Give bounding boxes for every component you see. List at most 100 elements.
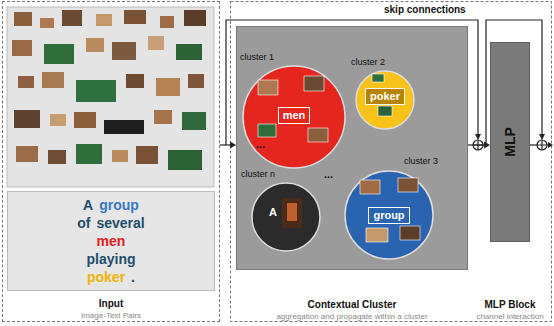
image-tile [400,226,420,240]
ellipsis: ... [324,168,333,181]
panel-title: Input [99,298,123,309]
cluster-circle: cluster 1men [242,65,346,169]
token-text: men [283,109,306,122]
image-tile [148,36,164,50]
image-tile [14,110,40,128]
cluster-circle-shape [243,66,345,168]
image-tile [112,150,128,162]
image-tile [372,74,384,82]
image-tile [168,150,202,170]
caption-text-box: Agroupof severalmenplayingpoker. [7,191,215,291]
image-tile [40,18,54,28]
token-text: group [373,209,404,222]
caption-word: . [131,268,135,286]
cluster-circle: cluster 3group [344,170,434,260]
add-symbol [537,140,547,150]
image-tile [154,110,172,124]
image-tile [287,203,297,221]
cluster-circle: cluster nA [251,182,321,252]
image-tile [308,128,328,142]
annotation: skip connections [384,4,466,16]
caption-word: several [96,214,144,232]
token-box: A [265,205,281,220]
image-tile [366,228,388,242]
image-tile [258,80,278,95]
image-tile [62,10,82,26]
image-tile [188,74,204,88]
module-panel [231,2,552,322]
cluster-label: cluster n [241,169,275,180]
caption-word: playing [86,250,135,268]
image-collage-ground [7,7,214,187]
image-tile [258,124,276,137]
token-box: poker [365,88,405,105]
image-tile [360,180,380,194]
image-tile [112,42,136,60]
connector [468,145,485,146]
ellipsis: ... [256,138,265,151]
image-tile [50,114,66,126]
image-tile [124,10,146,24]
arrow-head [539,134,545,140]
cluster-label: cluster 3 [404,156,438,167]
image-tile [176,44,202,60]
token-text: poker [370,90,400,103]
caption-word: group [99,196,139,214]
image-tile [126,74,144,88]
image-tile [282,198,302,228]
token-text: A [269,206,277,219]
cluster-label: cluster 2 [351,57,385,68]
image-tile [16,146,38,162]
panel-title: MLP Block [485,299,536,310]
caption-word: poker [87,268,125,286]
image-tile [18,76,34,88]
cluster-label: cluster 1 [240,52,274,63]
cluster-outline [251,182,321,252]
token-box: men [278,107,311,124]
image-tile [74,112,96,128]
image-collage [12,10,206,170]
caption-word: of [77,214,90,232]
add-symbol [537,140,547,150]
connector-line [220,144,231,145]
image-tile [86,38,104,52]
panel-title: Contextual Cluster [308,299,397,310]
image-tile [42,72,64,88]
image-tile [156,78,180,96]
wire [530,144,537,145]
panel-subtitle: aggregation and propagate within a clust… [276,311,427,322]
panel-subtitle: Image-Text Pairs [81,310,141,321]
cluster-circle-shape [356,71,414,129]
text-line: of several [12,214,210,232]
token-box: group [368,207,409,224]
connector [220,145,231,146]
arrow-head [475,134,481,140]
contextual-cluster-box: Contextual Clusteraggregation and propag… [236,26,468,270]
image-tile [104,120,144,134]
block-title: MLP [502,127,518,157]
cluster-circle-shape [345,171,433,259]
image-tile [14,12,32,26]
text-line: men [12,232,210,250]
image-tile [96,14,112,26]
image-tile [304,76,324,91]
image-tile [184,10,206,26]
image-tile [398,178,418,192]
image-tile [48,150,66,164]
image-tile [76,144,102,164]
image-tile [136,146,158,164]
text-line: poker. [12,268,210,286]
image-tile [160,16,174,28]
arrow-head [548,142,553,148]
mlp-block: MLPMLP Blockchannel interaction [490,42,530,242]
caption-word: A [83,196,93,214]
image-tile [76,80,116,102]
input-panel: InputImage-Text PairsAgroupofseveralmenp… [2,1,220,322]
cluster-circle: cluster 2poker [355,70,415,130]
text-line: Agroup [12,196,210,214]
caption-word: men [97,232,126,250]
image-tile [44,44,74,64]
image-tile [182,112,206,130]
